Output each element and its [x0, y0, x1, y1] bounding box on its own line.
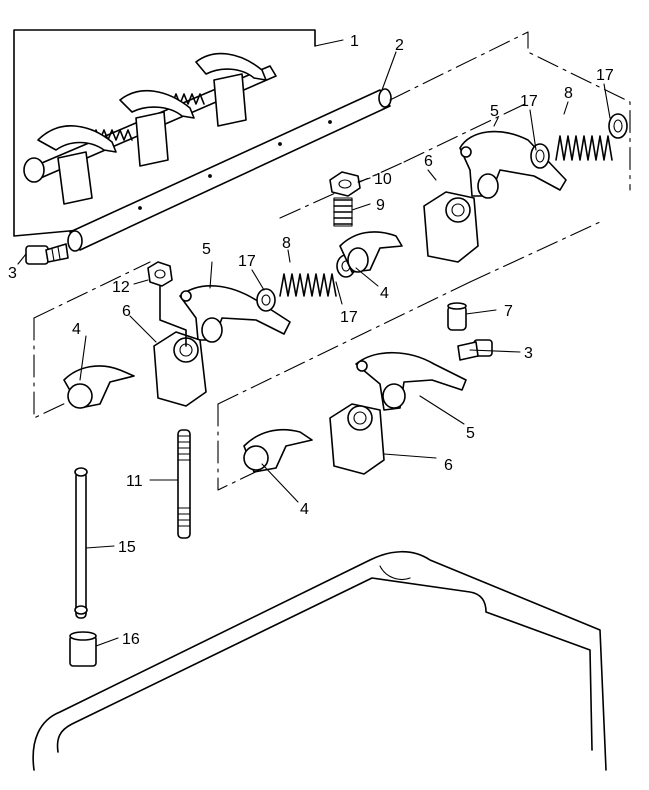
cylinder-head-outline: [32, 550, 607, 771]
callout-3-left: 3: [8, 265, 17, 282]
callout-17-upper-right: 17: [596, 67, 614, 84]
assembly-inset-box: [13, 29, 344, 237]
callout-4-left: 4: [72, 321, 81, 338]
rocker-arm-short-left: [63, 365, 135, 409]
rocker-arm-lower-right: [355, 351, 467, 411]
callout-10: 10: [374, 171, 392, 188]
callout-6-upper: 6: [424, 153, 433, 170]
rocker-arm-middle: [179, 285, 291, 343]
callout-labels: 1 2 3 3 4 4 4 5 5 5 6 6 6 7 8 8 9 10 11 …: [8, 33, 614, 648]
callout-6-lower: 6: [444, 457, 453, 474]
rocker-arm-upper-right: [459, 130, 567, 199]
leader-lines: [17, 51, 611, 647]
spring-upper-right: [555, 135, 613, 161]
stud-guide-line: [159, 285, 187, 347]
callout-9: 9: [376, 197, 385, 214]
pedestal-middle: [153, 331, 207, 407]
adjuster-nut: [329, 171, 361, 197]
rocker-arm-short-middle: [339, 231, 403, 273]
washer-upper-right-1: [530, 143, 550, 169]
callout-3-right: 3: [524, 345, 533, 362]
rocker-arm-short-lower: [243, 428, 313, 473]
push-rod: [74, 467, 88, 619]
screw-right: [457, 339, 493, 361]
pedestal-lower-right: [329, 403, 385, 475]
callout-6-middle: 6: [122, 303, 131, 320]
callout-15: 15: [118, 539, 136, 556]
callout-2: 2: [395, 37, 404, 54]
rocker-shaft: [67, 88, 392, 252]
callout-5-upper: 5: [490, 103, 499, 120]
callout-11: 11: [126, 473, 143, 490]
adjuster-spring: [333, 197, 353, 227]
washer-upper-right-2: [608, 113, 628, 139]
callout-12: 12: [112, 279, 130, 296]
centerline-dashes: [33, 31, 631, 491]
screw-left: [25, 243, 69, 265]
callout-4-lower: 4: [300, 501, 309, 518]
inset-spring-2: [171, 93, 205, 105]
stud: [177, 429, 191, 539]
callout-17-middle-left: 17: [238, 253, 256, 270]
nut-middle: [147, 261, 173, 287]
tappet: [69, 631, 97, 667]
pedestal-upper-right: [423, 191, 479, 263]
callout-16: 16: [122, 631, 140, 648]
callout-17-middle-right: 17: [340, 309, 358, 326]
spring-middle: [279, 273, 337, 297]
callout-1: 1: [350, 33, 359, 50]
callout-8-upper: 8: [564, 85, 573, 102]
callout-4-middle: 4: [380, 285, 389, 302]
callout-7: 7: [504, 303, 513, 320]
dowel-sleeve: [447, 302, 467, 331]
callout-5-middle: 5: [202, 241, 211, 258]
washer-middle-1: [256, 288, 276, 312]
callout-17-upper-left: 17: [520, 93, 538, 110]
assembled-rocker-shaft: [23, 52, 277, 205]
callout-8-middle: 8: [282, 235, 291, 252]
callout-5-lower: 5: [466, 425, 475, 442]
